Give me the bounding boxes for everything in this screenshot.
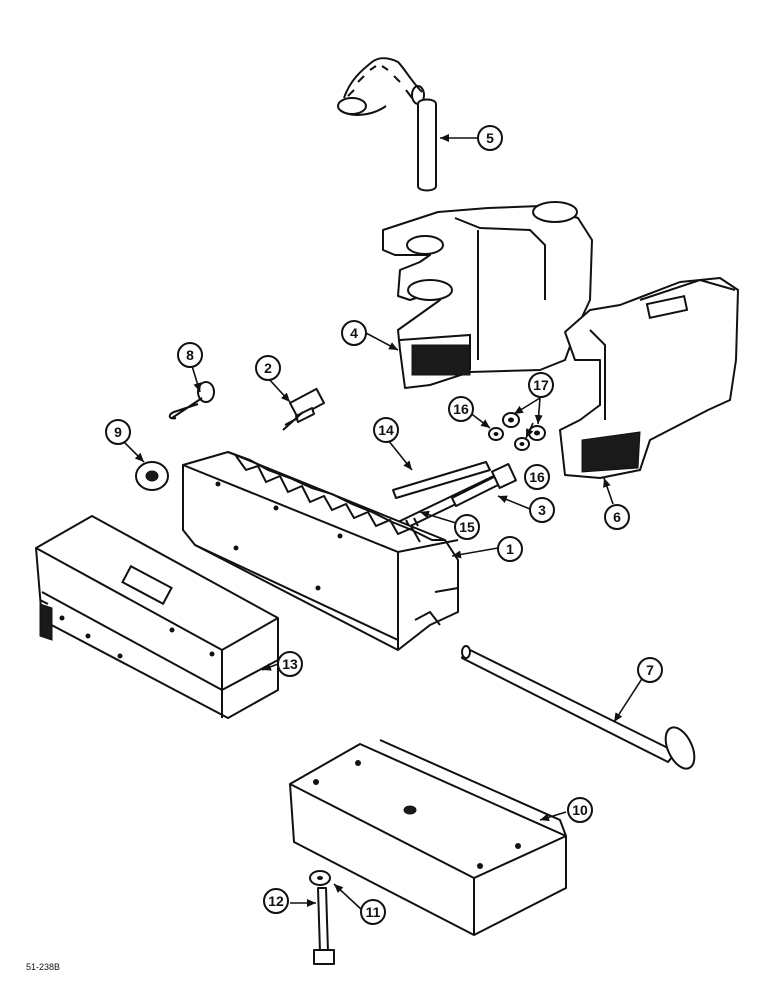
nut-upper [502,412,520,428]
svg-text:7: 7 [646,662,654,678]
callout-2: 2 [255,355,281,381]
callout-9: 9 [105,419,131,445]
svg-text:8: 8 [186,347,194,363]
callout-16-lower: 16 [524,464,550,490]
svg-text:15: 15 [459,519,475,535]
base-weight-block [289,739,567,936]
figure-reference: 51-238B [26,962,60,972]
callout-14: 14 [373,417,399,443]
callout-5: 5 [477,125,503,151]
callout-8: 8 [177,342,203,368]
svg-text:5: 5 [486,130,494,146]
lynch-pin [168,381,215,420]
leader-lines [121,134,646,911]
tie-rod-long [392,461,491,499]
washer-bottom [309,870,331,886]
callout-4: 4 [341,320,367,346]
callout-11: 11 [360,899,386,925]
callout-17: 17 [528,372,554,398]
svg-text:4: 4 [350,325,358,341]
svg-text:2: 2 [264,360,272,376]
callout-15: 15 [454,514,480,540]
svg-text:1: 1 [506,541,514,557]
callout-3: 3 [529,497,555,523]
svg-text:10: 10 [572,802,588,818]
svg-text:3: 3 [538,502,546,518]
side-weight [559,277,739,479]
callout-13: 13 [277,651,303,677]
callout-6: 6 [604,504,630,530]
svg-text:6: 6 [613,509,621,525]
main-weight-block [182,451,459,651]
auxiliary-weight-block [35,515,279,719]
svg-text:11: 11 [366,904,381,920]
weight-bracket [382,201,593,389]
svg-text:9: 9 [114,424,122,440]
svg-text:16: 16 [453,401,469,417]
svg-text:17: 17 [533,377,549,393]
washer-large [135,461,169,491]
callout-7: 7 [637,657,663,683]
lock-pin-with-chain [337,57,437,192]
bolt-bottom [313,887,335,965]
svg-text:16: 16 [529,469,545,485]
callout-12: 12 [263,888,289,914]
bolt-short [282,387,325,431]
washer-small-lower [514,437,530,451]
svg-text:13: 13 [282,656,298,672]
callout-16-upper: 16 [448,396,474,422]
svg-text:12: 12 [268,893,284,909]
callout-1: 1 [497,536,523,562]
long-pin [461,645,696,770]
svg-text:14: 14 [378,422,394,438]
washer-small-upper [488,427,504,441]
callout-10: 10 [567,797,593,823]
bolt-long [451,463,517,507]
